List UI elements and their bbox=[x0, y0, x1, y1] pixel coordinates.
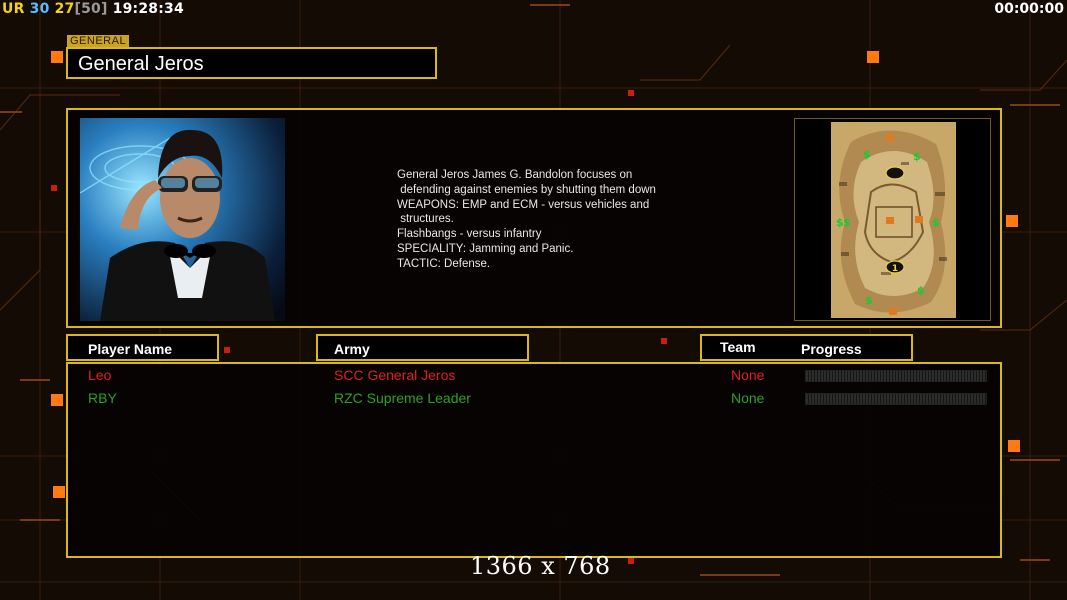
hud-ur-label: UR bbox=[2, 1, 25, 17]
player-name: Leo bbox=[88, 367, 112, 383]
general-portrait bbox=[80, 118, 285, 321]
general-info-panel: General Jeros James G. Bandolon focuses … bbox=[66, 108, 1002, 328]
player-progress-bar bbox=[805, 370, 987, 382]
start-position-marker: 1 bbox=[892, 264, 898, 274]
hud-bracket-value: [50] bbox=[74, 1, 108, 17]
general-name-box: General Jeros bbox=[66, 47, 437, 79]
player-team: None bbox=[731, 390, 765, 406]
svg-text:$: $ bbox=[932, 216, 940, 229]
hud-clock: 19:28:34 bbox=[112, 1, 184, 17]
resolution-label: 1366 x 768 bbox=[470, 552, 611, 580]
svg-text:$: $ bbox=[865, 294, 873, 307]
header-team-progress: Team Progress bbox=[700, 334, 913, 361]
map-preview[interactable]: $ $ $ $ $ $ $ 1 bbox=[794, 118, 991, 321]
hud-value-1: 30 bbox=[29, 1, 50, 17]
header-player-name: Player Name bbox=[66, 334, 219, 361]
map-preview-image: $ $ $ $ $ $ $ 1 bbox=[831, 122, 956, 318]
svg-text:$: $ bbox=[843, 216, 851, 229]
player-name: RBY bbox=[88, 390, 117, 406]
svg-text:$: $ bbox=[836, 216, 844, 229]
header-progress-label: Progress bbox=[801, 341, 862, 357]
general-name: General Jeros bbox=[78, 53, 204, 75]
svg-text:$: $ bbox=[917, 284, 925, 297]
player-row[interactable]: Leo SCC General Jeros None bbox=[68, 365, 1004, 387]
header-army-label: Army bbox=[334, 341, 370, 357]
svg-text:$: $ bbox=[913, 150, 921, 163]
hud-value-2: 27 bbox=[54, 1, 75, 17]
player-army: RZC Supreme Leader bbox=[334, 390, 471, 406]
player-progress-bar bbox=[805, 393, 987, 405]
header-player-name-label: Player Name bbox=[88, 341, 173, 357]
hud-timer: 00:00:00 bbox=[994, 1, 1064, 17]
player-row[interactable]: RBY RZC Supreme Leader None bbox=[68, 388, 1004, 410]
player-list-panel: Leo SCC General Jeros None RBY RZC Supre… bbox=[66, 362, 1002, 558]
general-tag: GENERAL bbox=[67, 35, 130, 47]
hud-status: UR 30 27[50] 19:28:34 bbox=[2, 1, 184, 17]
general-description: General Jeros James G. Bandolon focuses … bbox=[397, 169, 656, 270]
player-team: None bbox=[731, 367, 765, 383]
header-army: Army bbox=[316, 334, 529, 361]
svg-text:$: $ bbox=[863, 148, 871, 161]
player-army: SCC General Jeros bbox=[334, 367, 456, 383]
header-team-label: Team bbox=[720, 339, 756, 355]
